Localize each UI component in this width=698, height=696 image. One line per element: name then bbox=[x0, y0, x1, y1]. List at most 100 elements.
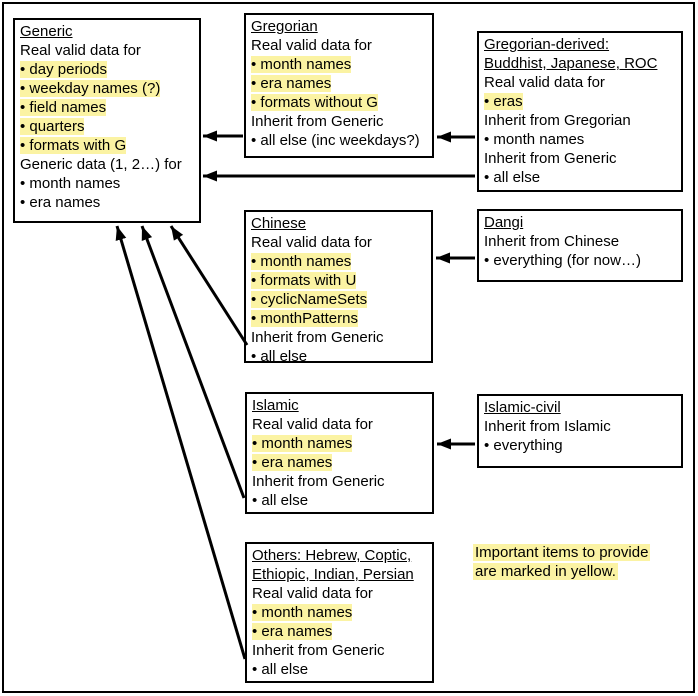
note-line: Important items to provide bbox=[473, 543, 651, 562]
title-text: Gregorian-derived: bbox=[484, 36, 610, 53]
line-text: • era names bbox=[252, 623, 333, 640]
title-text: Ethiopic, Indian, Persian bbox=[252, 566, 414, 583]
title-text: Others: Hebrew, Coptic, bbox=[252, 547, 412, 564]
title-text: Chinese bbox=[251, 215, 307, 232]
box-line: • era names bbox=[252, 453, 432, 472]
box-line: Real valid data for bbox=[252, 415, 432, 434]
line-text: • month names bbox=[20, 175, 121, 192]
box-line: Inherit from Generic bbox=[252, 641, 432, 660]
line-text: Real valid data for bbox=[20, 42, 141, 59]
box-line: • weekday names (?) bbox=[20, 79, 199, 98]
line-text: Inherit from Islamic bbox=[484, 418, 611, 435]
note-line: are marked in yellow. bbox=[473, 562, 650, 581]
box-line: • month names bbox=[20, 174, 199, 193]
box-line: • formats with G bbox=[20, 136, 199, 155]
line-text: Generic data (1, 2…) for bbox=[20, 156, 182, 173]
line-text: Inherit from Generic bbox=[251, 113, 384, 130]
box-line: Inherit from Generic bbox=[252, 472, 432, 491]
line-text: • all else bbox=[252, 492, 309, 509]
box-title: Others: Hebrew, Coptic, bbox=[252, 546, 432, 565]
box-title: Islamic bbox=[252, 396, 432, 415]
line-text: • month names bbox=[251, 253, 352, 270]
line-text: • all else bbox=[251, 348, 308, 365]
title-text: Buddhist, Japanese, ROC bbox=[484, 55, 658, 72]
box-line: • monthPatterns bbox=[251, 309, 431, 328]
line-text: • cyclicNameSets bbox=[251, 291, 368, 308]
line-text: Inherit from Generic bbox=[252, 642, 385, 659]
box-line: • month names bbox=[252, 434, 432, 453]
line-text: • all else bbox=[484, 169, 541, 186]
box-line: • everything bbox=[484, 436, 681, 455]
box-title: Buddhist, Japanese, ROC bbox=[484, 54, 681, 73]
box-line: • all else (inc weekdays?) bbox=[251, 131, 432, 150]
line-text: Real valid data for bbox=[484, 74, 605, 91]
box-line: • field names bbox=[20, 98, 199, 117]
box-line: • all else bbox=[251, 347, 431, 366]
title-text: Generic bbox=[20, 23, 73, 40]
line-text: • month names bbox=[484, 131, 585, 148]
box-others: Others: Hebrew, Coptic, Ethiopic, Indian… bbox=[245, 542, 434, 683]
box-line: • era names bbox=[20, 193, 199, 212]
line-text: • all else bbox=[252, 661, 309, 678]
box-line: • all else bbox=[252, 491, 432, 510]
box-line: Real valid data for bbox=[252, 584, 432, 603]
line-text: • everything bbox=[484, 437, 563, 454]
line-text: • all else (inc weekdays?) bbox=[251, 132, 420, 149]
box-line: Real valid data for bbox=[251, 36, 432, 55]
box-title: Chinese bbox=[251, 214, 431, 233]
note-text: are marked in yellow. bbox=[473, 563, 618, 580]
line-text: • field names bbox=[20, 99, 107, 116]
line-text: • month names bbox=[251, 56, 352, 73]
box-title: Islamic-civil bbox=[484, 398, 681, 417]
line-text: Inherit from Generic bbox=[251, 329, 384, 346]
box-line: • formats with U bbox=[251, 271, 431, 290]
box-line: Real valid data for bbox=[484, 73, 681, 92]
line-text: • monthPatterns bbox=[251, 310, 358, 327]
box-line: Inherit from Generic bbox=[484, 149, 681, 168]
box-line: Generic data (1, 2…) for bbox=[20, 155, 199, 174]
box-gregorian-derived: Gregorian-derived: Buddhist, Japanese, R… bbox=[477, 31, 683, 192]
line-text: Real valid data for bbox=[252, 585, 373, 602]
box-line: • day periods bbox=[20, 60, 199, 79]
box-dangi: Dangi Inherit from Chinese • everything … bbox=[477, 209, 683, 282]
line-text: Inherit from Generic bbox=[252, 473, 385, 490]
box-line: • everything (for now…) bbox=[484, 251, 681, 270]
box-line: • eras bbox=[484, 92, 681, 111]
title-text: Gregorian bbox=[251, 18, 318, 35]
line-text: • quarters bbox=[20, 118, 85, 135]
title-text: Islamic bbox=[252, 397, 299, 414]
box-gregorian: Gregorian Real valid data for • month na… bbox=[244, 13, 434, 158]
box-islamic-civil: Islamic-civil Inherit from Islamic • eve… bbox=[477, 394, 683, 468]
line-text: Real valid data for bbox=[251, 234, 372, 251]
line-text: • eras bbox=[484, 93, 523, 110]
note-text: Important items to provide bbox=[473, 544, 651, 561]
box-line: • formats without G bbox=[251, 93, 432, 112]
line-text: Real valid data for bbox=[252, 416, 373, 433]
box-line: • quarters bbox=[20, 117, 199, 136]
box-generic: Generic Real valid data for • day period… bbox=[13, 18, 201, 223]
line-text: • formats with G bbox=[20, 137, 127, 154]
line-text: Inherit from Chinese bbox=[484, 233, 620, 250]
box-line: Inherit from Gregorian bbox=[484, 111, 681, 130]
box-title: Ethiopic, Indian, Persian bbox=[252, 565, 432, 584]
box-title: Dangi bbox=[484, 213, 681, 232]
box-line: Inherit from Generic bbox=[251, 328, 431, 347]
box-line: Real valid data for bbox=[20, 41, 199, 60]
line-text: • era names bbox=[20, 194, 101, 211]
line-text: • everything (for now…) bbox=[484, 252, 641, 269]
box-title: Generic bbox=[20, 22, 199, 41]
box-chinese: Chinese Real valid data for • month name… bbox=[244, 210, 433, 366]
box-line: • month names bbox=[251, 252, 431, 271]
line-text: • formats with U bbox=[251, 272, 357, 289]
box-line: • era names bbox=[252, 622, 432, 641]
box-line: • all else bbox=[252, 660, 432, 679]
line-text: • era names bbox=[251, 75, 332, 92]
legend-note: Important items to provide are marked in… bbox=[473, 543, 651, 581]
box-line: • month names bbox=[484, 130, 681, 149]
title-text: Islamic-civil bbox=[484, 399, 561, 416]
box-islamic: Islamic Real valid data for • month name… bbox=[245, 392, 434, 514]
line-text: • day periods bbox=[20, 61, 107, 78]
box-line: • all else bbox=[484, 168, 681, 187]
line-text: • month names bbox=[252, 435, 353, 452]
